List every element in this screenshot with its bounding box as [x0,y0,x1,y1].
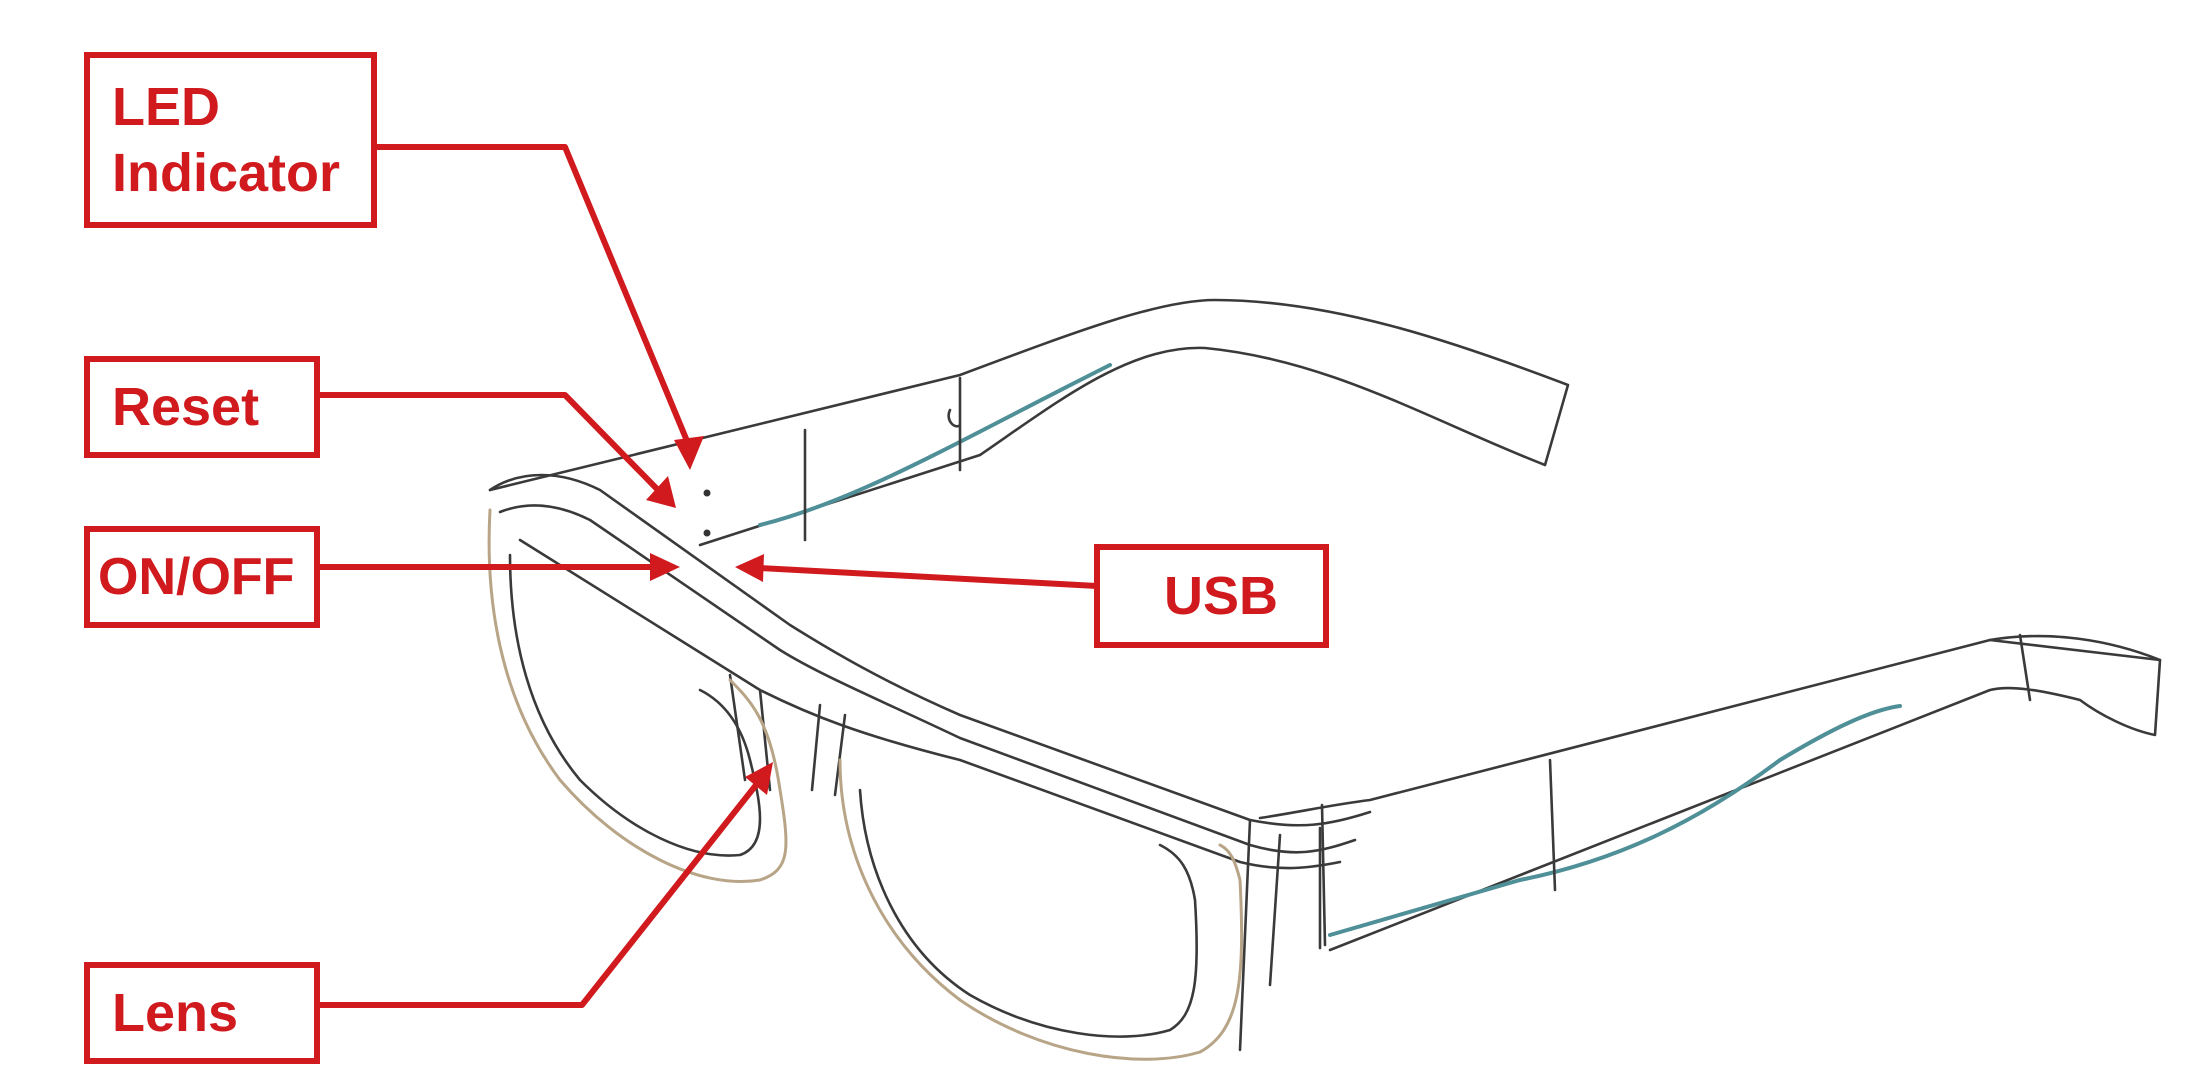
lens-label: Lens [84,962,320,1064]
right-lens-outer [838,758,1244,1061]
far-temple-hinge [803,376,962,542]
far-temple-arm [488,298,1570,547]
left-lens-inner [508,553,762,857]
far-temple-inner [758,363,1112,527]
onoff-label: ON/OFF [84,526,320,628]
led-dot [703,489,711,497]
front-frame-top [488,473,1372,827]
lens-leader [318,778,763,1008]
usb-arrowhead [735,554,764,582]
left-lens-outer [487,508,788,883]
led-arrowhead [674,436,704,470]
usb-label: USB [1094,544,1329,648]
reset-arrowhead [646,476,676,508]
near-temple-teal [1328,704,1902,937]
glasses-drawing [487,298,2162,1061]
onoff-arrowhead [650,553,680,581]
right-lens-inner [858,788,1199,1038]
near-temple-hinge [1320,633,2162,947]
reset-label: Reset [84,356,320,458]
front-frame-top-inner [498,504,1357,854]
led-indicator-label: LED Indicator [84,52,377,228]
reset-dot [703,529,711,537]
reset-leader [318,392,661,493]
usb-leader [759,565,1098,589]
right-frame-side [1238,818,1322,1052]
callout-leaders [318,144,1098,1008]
lens-arrowhead [745,762,773,795]
near-temple-arm [1258,634,2162,952]
led-leader [375,144,695,455]
front-frame-lower-edge [518,538,1342,870]
